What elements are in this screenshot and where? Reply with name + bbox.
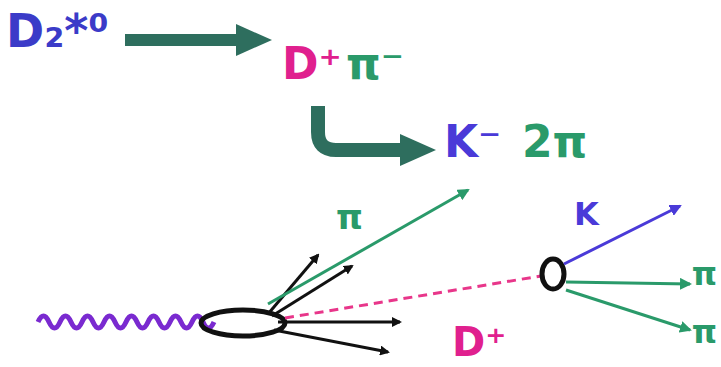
particle-name: K⁻ xyxy=(444,120,501,164)
secondary-vertex xyxy=(542,259,564,289)
reaction-arrow xyxy=(125,24,272,56)
pion-track xyxy=(268,190,468,304)
pion-track xyxy=(566,282,690,284)
decay-arrow xyxy=(318,106,436,166)
track-label: K xyxy=(574,198,599,230)
track-label: π xyxy=(692,258,717,290)
particle-name: D⁺ xyxy=(282,42,342,86)
primary-vertex xyxy=(201,310,285,336)
particle-name: D₂*⁰ xyxy=(6,8,109,54)
track-label: π xyxy=(336,200,363,234)
photon-line xyxy=(38,316,214,328)
track-label: π xyxy=(692,316,717,348)
particle-name: 2π xyxy=(522,120,587,164)
d-flight-line xyxy=(285,276,541,318)
track-label: D⁺ xyxy=(452,322,506,362)
pion-track xyxy=(566,290,690,330)
particle-name: π⁻ xyxy=(346,42,404,86)
